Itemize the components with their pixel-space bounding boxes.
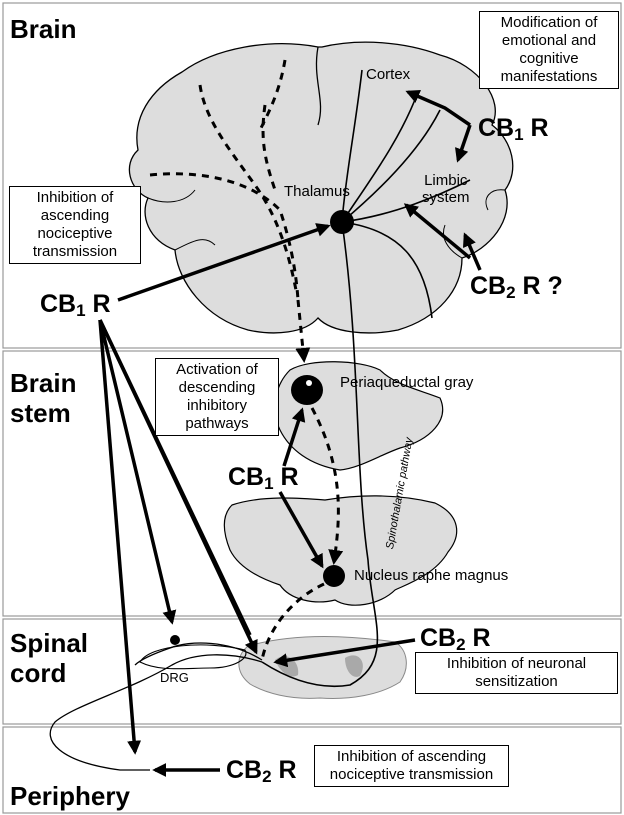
cb1-receptor-cortex: CB1 R <box>478 114 549 149</box>
drg-label: DRG <box>160 669 189 686</box>
nucleus-raphe-magnus-label: Nucleus raphe magnus <box>354 567 508 584</box>
drg-ganglion <box>170 635 180 645</box>
periaqueductal-gray-label: Periaqueductal gray <box>340 374 473 391</box>
activation-descending-box: Activation of descending inhibitory path… <box>155 358 279 436</box>
cb2-receptor-limbic: CB2 R ? <box>470 272 563 307</box>
medulla-outline <box>224 496 456 605</box>
region-label-spinal-cord: Spinal cord <box>10 628 88 688</box>
pag-highlight <box>306 380 312 386</box>
cb1-receptor-main: CB1 R <box>40 290 111 325</box>
periaqueductal-gray-nucleus <box>291 375 323 405</box>
region-label-brain-stem: Brain stem <box>10 368 76 428</box>
cortex-label: Cortex <box>366 66 410 83</box>
cb2-receptor-spinal: CB2 R <box>420 624 491 659</box>
inhibition-ascending-brain-box: Inhibition of ascending nociceptive tran… <box>9 186 141 264</box>
nucleus-raphe-magnus-nucleus <box>323 565 345 587</box>
cb2-receptor-periphery: CB2 R <box>226 756 297 791</box>
inhibition-ascending-periphery-box: Inhibition of ascending nociceptive tran… <box>314 745 509 787</box>
region-label-periphery: Periphery <box>10 781 130 811</box>
cb1-receptor-brainstem: CB1 R <box>228 463 299 498</box>
modification-box: Modification of emotional and cognitive … <box>479 11 619 89</box>
limbic-system-label: Limbic system <box>422 172 470 206</box>
region-label-brain: Brain <box>10 14 76 44</box>
thalamus-label: Thalamus <box>284 183 350 200</box>
